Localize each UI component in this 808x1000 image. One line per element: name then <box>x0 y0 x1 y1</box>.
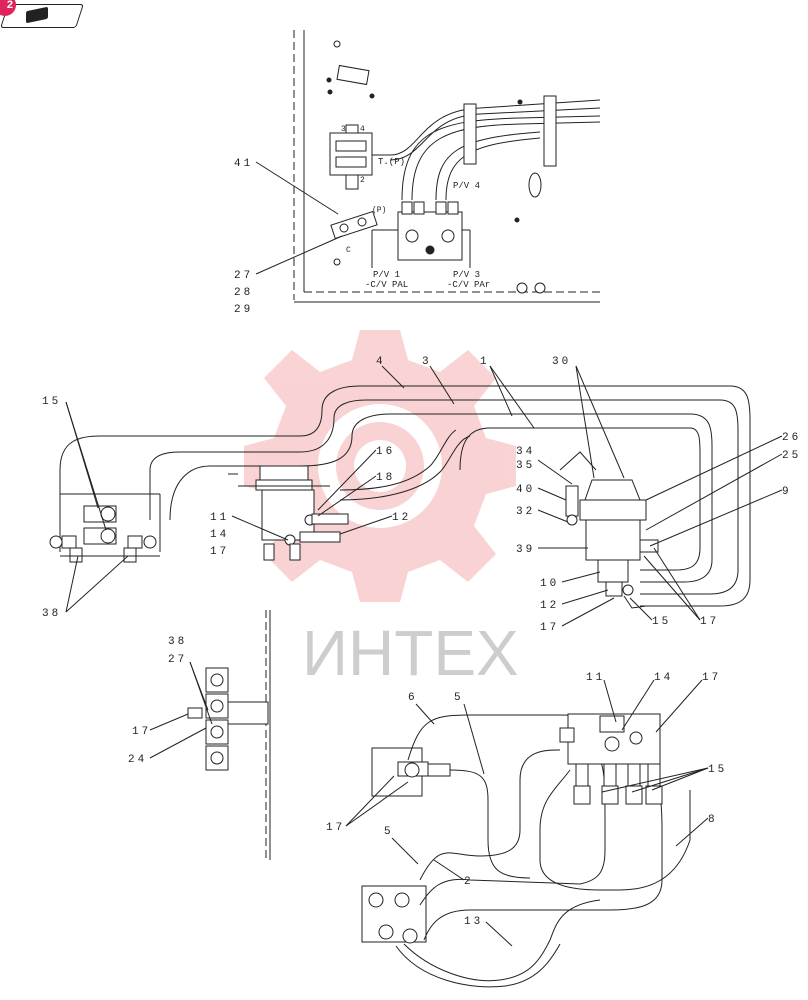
callout-14-left: 14 <box>210 529 229 541</box>
callout-38-stack: 38 <box>168 636 187 648</box>
callout-15-left: 15 <box>42 396 61 408</box>
callout-8: 8 <box>708 814 718 826</box>
callout-16: 16 <box>376 446 395 458</box>
callout-32: 32 <box>516 506 535 518</box>
label-t-p: T.(P) <box>378 157 405 167</box>
callout-6: 6 <box>408 692 418 704</box>
callout-26: 26 <box>782 432 801 444</box>
label-pv4: P/V 4 <box>453 181 480 191</box>
callout-5-bottom: 5 <box>384 826 394 838</box>
callout-11-left: 11 <box>210 512 229 524</box>
callout-29: 29 <box>234 304 253 316</box>
callout-35: 35 <box>516 460 535 472</box>
valve-stack-detail <box>187 610 271 860</box>
callout-17-right: 17 <box>540 622 559 634</box>
callout-38-left: 38 <box>42 608 61 620</box>
port-2: 2 <box>360 176 365 185</box>
callout-40: 40 <box>516 484 535 496</box>
callout-17-far-right: 17 <box>700 616 719 628</box>
callout-15-right: 15 <box>652 616 671 628</box>
middle-hose-routing <box>49 385 751 609</box>
label-cv-pal: -C/V PAL <box>365 280 408 290</box>
callout-10: 10 <box>540 578 559 590</box>
callout-1: 1 <box>480 356 490 368</box>
page-badge: 2 <box>0 0 16 16</box>
callout-17-stack: 17 <box>132 726 151 738</box>
callout-27-stack: 27 <box>168 654 187 666</box>
callout-17-bottom: 17 <box>702 672 721 684</box>
callout-34: 34 <box>516 446 535 458</box>
callout-3: 3 <box>422 356 432 368</box>
callout-9: 9 <box>782 486 792 498</box>
callout-15-bottom: 15 <box>708 764 727 776</box>
callout-14-bottom: 14 <box>654 672 673 684</box>
callout-13: 13 <box>464 916 483 928</box>
callout-17-left: 17 <box>210 546 229 558</box>
port-3: 3 <box>341 125 346 134</box>
bottom-hose-detail <box>361 713 691 988</box>
callout-39: 39 <box>516 544 535 556</box>
callout-28: 28 <box>234 287 253 299</box>
label-pv3: P/V 3 <box>453 270 480 280</box>
callout-2: 2 <box>464 876 474 888</box>
label-pv1: P/V 1 <box>373 270 400 280</box>
watermark-text: ИНТЕХ <box>302 617 519 689</box>
callout-18: 18 <box>376 472 395 484</box>
callout-5-top: 5 <box>454 692 464 704</box>
label-p-small: (P) <box>372 206 386 215</box>
callout-41: 41 <box>234 158 253 170</box>
callout-17-bottom-left: 17 <box>326 822 345 834</box>
label-cv-par: -C/V PAr <box>447 280 490 290</box>
callout-11-bottom: 11 <box>586 672 605 684</box>
top-cab-detail: 3 4 2 T.(P) P/V 4 <box>293 30 601 303</box>
callout-30: 30 <box>552 356 571 368</box>
port-4: 4 <box>360 125 365 134</box>
label-c: C <box>346 246 351 255</box>
callout-12-left: 12 <box>392 512 411 524</box>
callout-12-right: 12 <box>540 600 559 612</box>
callout-27: 27 <box>234 270 253 282</box>
callout-24: 24 <box>128 754 147 766</box>
callout-4: 4 <box>376 356 386 368</box>
callout-25: 25 <box>782 450 801 462</box>
